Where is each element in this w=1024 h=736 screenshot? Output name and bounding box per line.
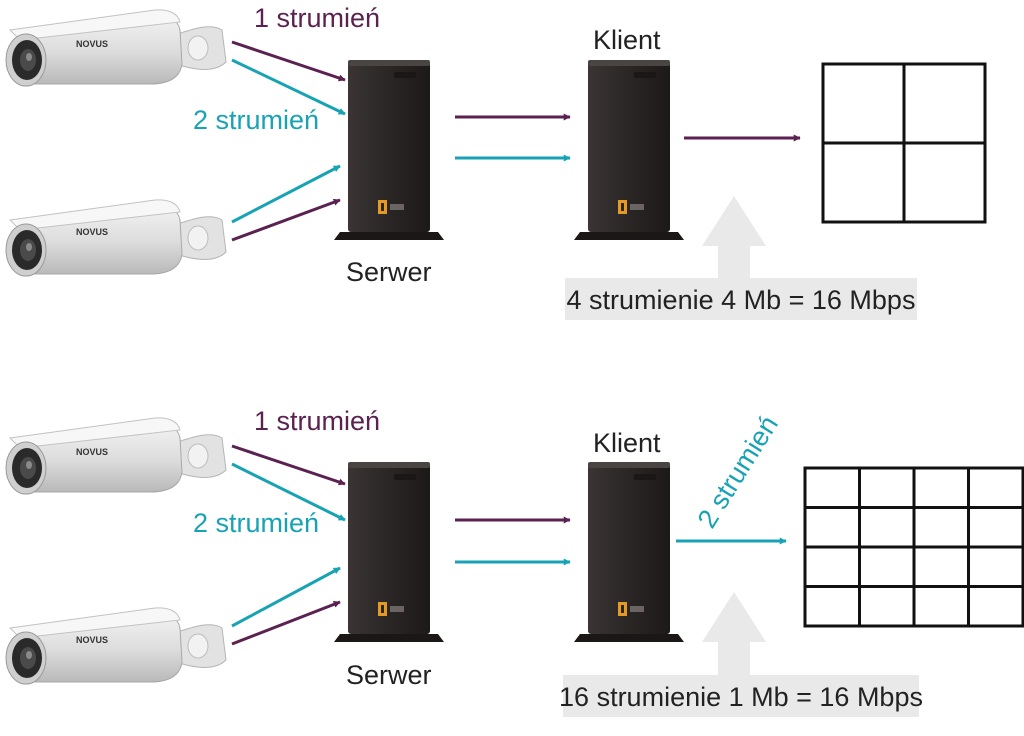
monitor-tile — [858, 506, 916, 549]
monitor-tile — [967, 466, 1024, 509]
server-tower — [334, 60, 444, 240]
client-label: Klient — [593, 25, 661, 55]
camera-1-bottom: NOVUS — [5, 417, 227, 495]
camera-1-top: NOVUS — [5, 9, 227, 87]
camera-brand-label: NOVUS — [76, 447, 108, 457]
camera-2-top: NOVUS — [5, 199, 227, 277]
monitor-tile — [912, 466, 970, 509]
bandwidth-label: 4 strumienie 4 Mb = 16 Mbps — [567, 285, 916, 315]
camera-2-bottom: NOVUS — [5, 607, 227, 685]
client-label: Klient — [593, 428, 661, 458]
monitor-tile — [858, 585, 916, 628]
stream1-label: 1 strumień — [254, 406, 380, 436]
camera-brand-label: NOVUS — [76, 39, 108, 49]
bandwidth-box — [563, 675, 919, 717]
monitor-tile — [803, 466, 861, 509]
arrow-cam2-stream1 — [231, 600, 341, 646]
camera-brand-label: NOVUS — [76, 227, 108, 237]
monitor-tile — [902, 62, 987, 145]
monitor-tile — [803, 545, 861, 588]
arrow-cam1-stream1 — [231, 444, 346, 486]
output-stream-label: 2 strumień — [692, 410, 784, 533]
bandwidth-up-arrow — [702, 592, 766, 680]
monitor-tile — [821, 62, 906, 145]
monitor-tile — [967, 506, 1024, 549]
monitor-tile — [967, 545, 1024, 588]
stream1-label: 1 strumień — [254, 3, 380, 33]
monitor-tile — [803, 585, 861, 628]
monitor-tile — [821, 141, 906, 224]
monitor-tile — [912, 585, 970, 628]
scenario-2: NOVUS NOVUS 1 strumień 2 strumień Serwer… — [5, 406, 1024, 717]
stream2-label: 2 strumień — [193, 105, 319, 135]
monitor-tile — [912, 506, 970, 549]
server-label: Serwer — [346, 257, 432, 287]
camera-brand-label: NOVUS — [76, 635, 108, 645]
monitor-tile — [902, 141, 987, 224]
scenario-1: NOVUS NOVUS 1 strumień 2 strumień Serwer… — [5, 3, 987, 320]
monitor-tile — [803, 506, 861, 549]
arrow-cam1-stream2 — [231, 462, 346, 522]
bandwidth-box — [565, 278, 917, 320]
server-tower — [334, 462, 444, 642]
client-tower — [574, 462, 684, 642]
arrow-cam1-stream1 — [231, 40, 346, 82]
monitor-tile — [967, 585, 1024, 628]
monitor-grid-2x2 — [821, 62, 987, 224]
monitor-grid-4x4 — [803, 466, 1024, 628]
monitor-tile — [858, 545, 916, 588]
monitor-tile — [912, 545, 970, 588]
client-tower — [574, 60, 684, 240]
arrow-cam2-stream2 — [231, 164, 341, 224]
stream2-label: 2 strumień — [193, 508, 319, 538]
server-label: Serwer — [346, 660, 432, 690]
bandwidth-up-arrow — [702, 196, 766, 278]
arrow-cam2-stream1 — [231, 198, 341, 242]
arrow-cam2-stream2 — [231, 566, 341, 628]
monitor-tile — [858, 466, 916, 509]
arrow-cam1-stream2 — [231, 58, 346, 116]
bandwidth-label: 16 strumienie 1 Mb = 16 Mbps — [559, 682, 923, 712]
